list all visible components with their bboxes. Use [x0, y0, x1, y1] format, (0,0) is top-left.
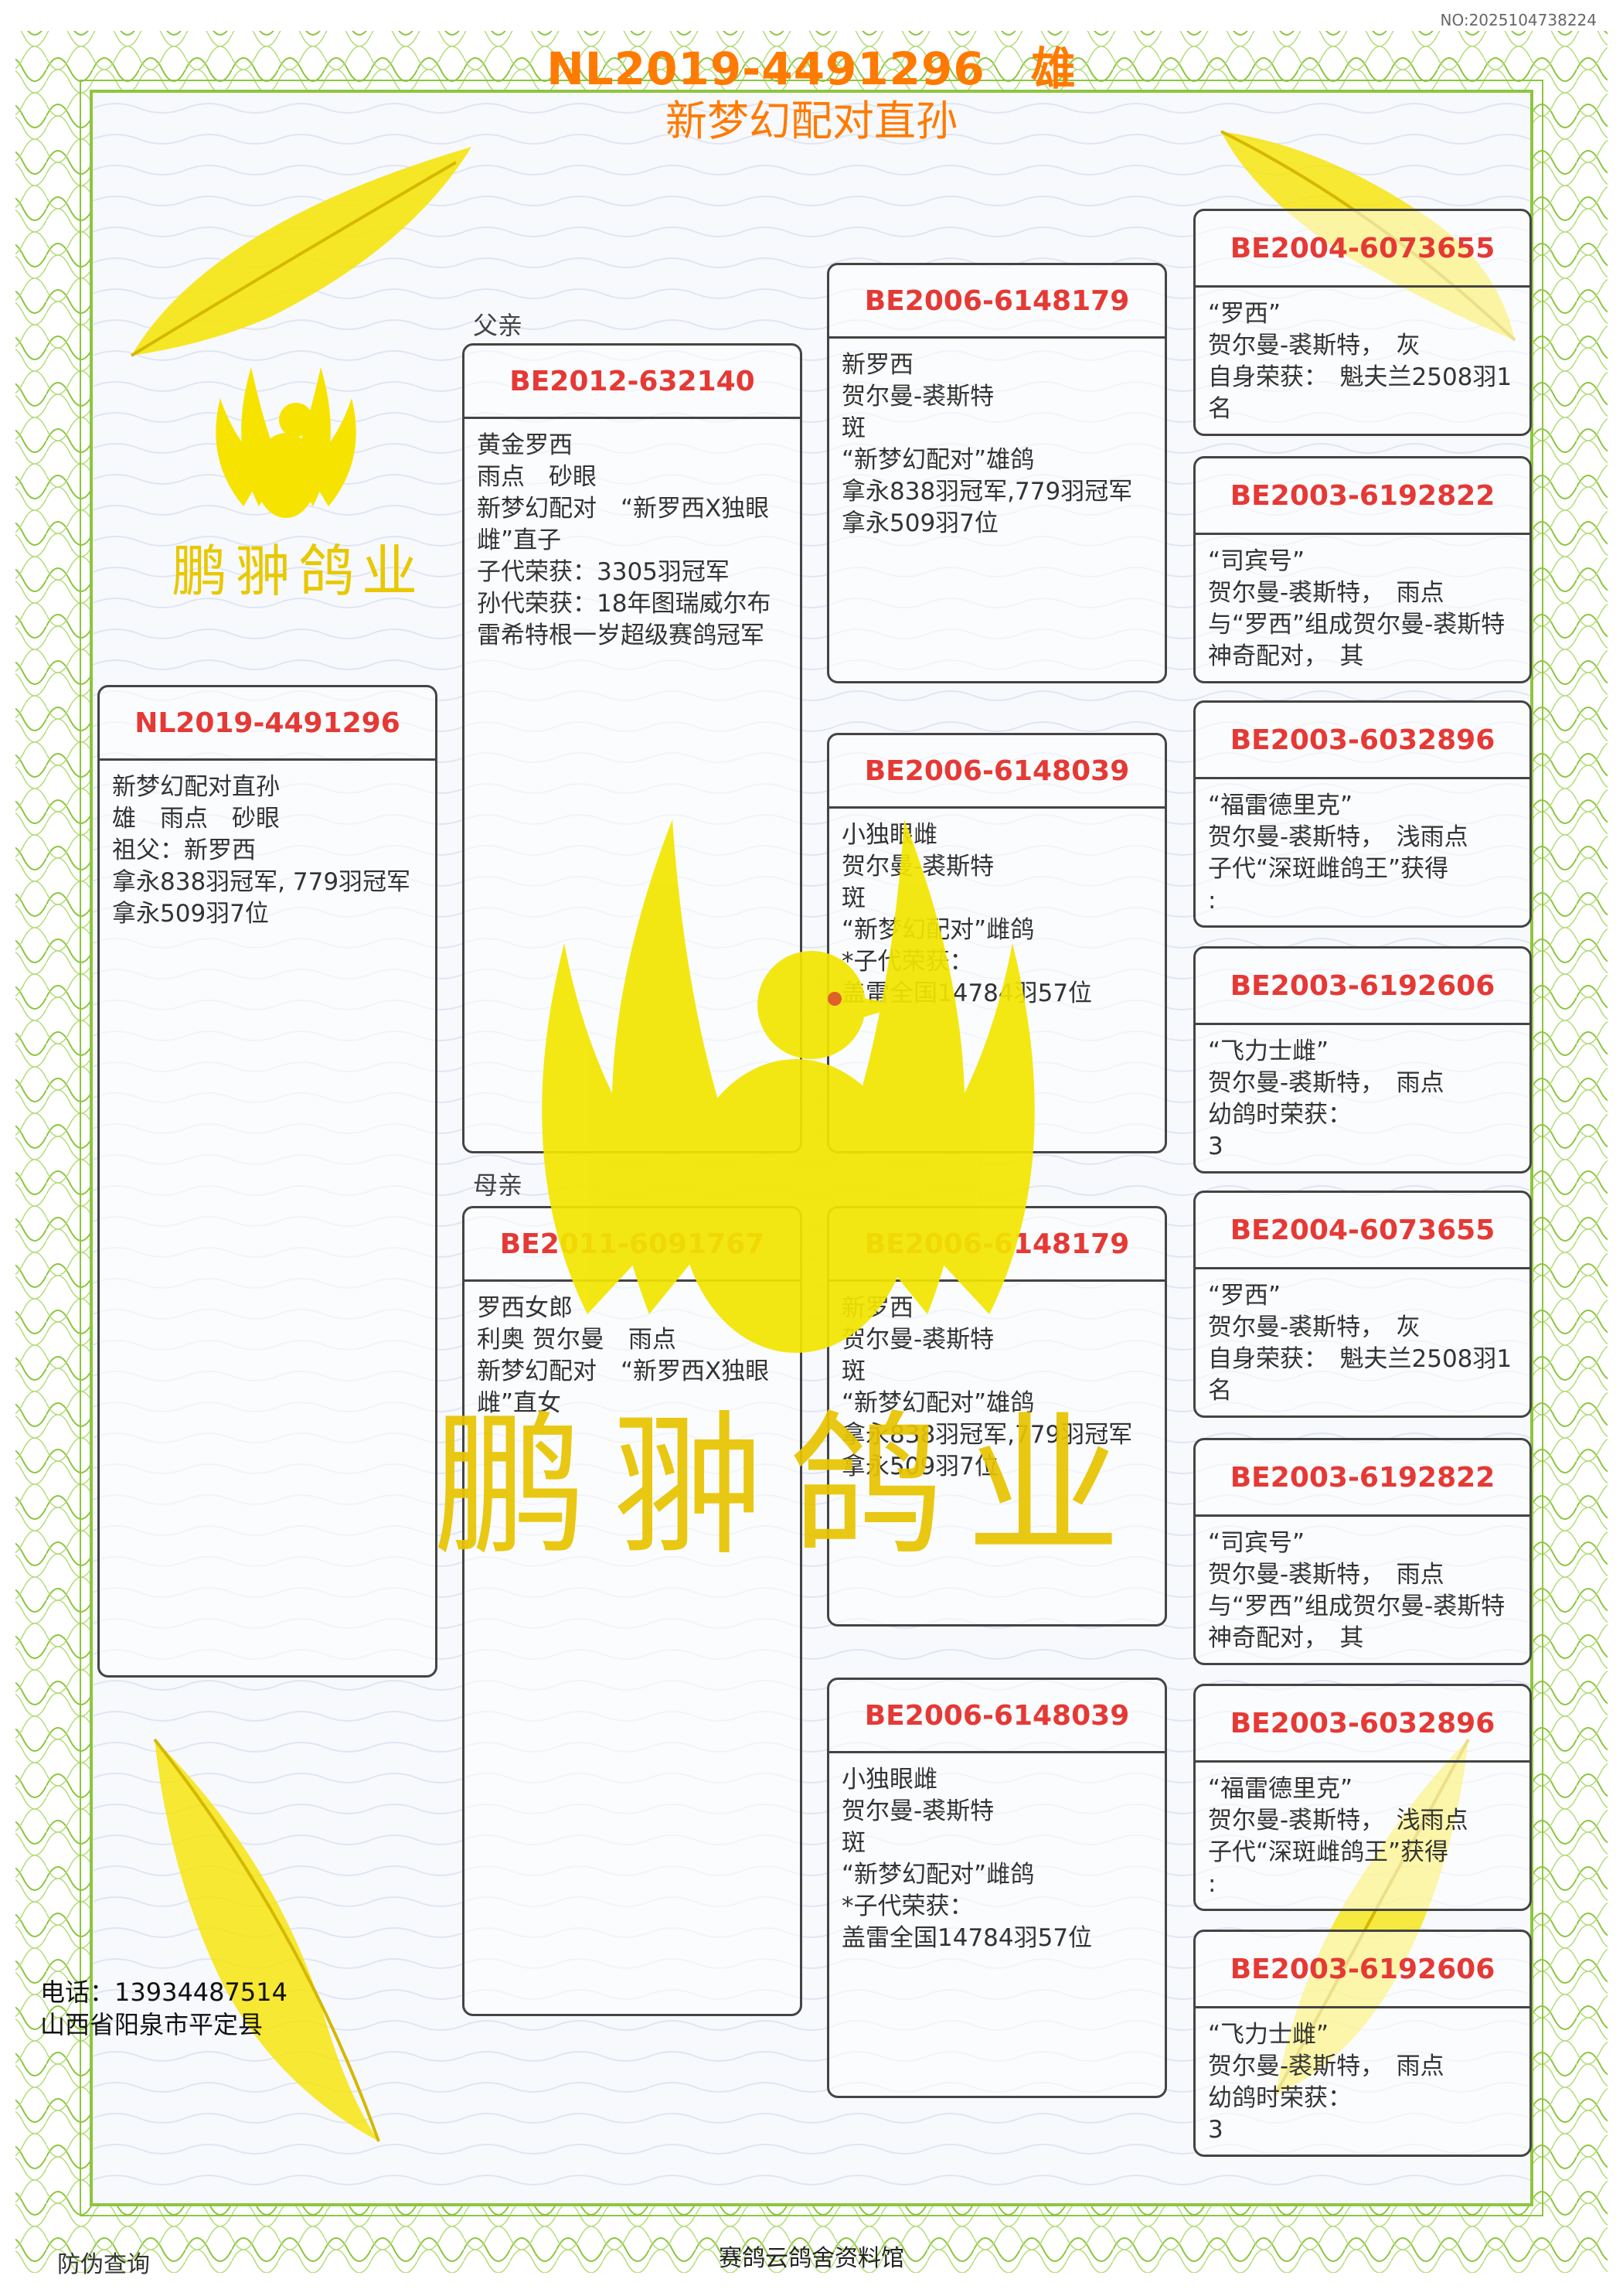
- great-grandparent-card: BE2003-6032896 “福雷德里克” 贺尔曼-裘斯特， 浅雨点 子代“深…: [1193, 1684, 1532, 1911]
- page-subtitle: 新梦幻配对直孙: [665, 97, 958, 145]
- great-grandparent-card: BE2003-6192606 “飞力士雌” 贺尔曼-裘斯特， 雨点 幼鸽时荣获：…: [1193, 946, 1532, 1174]
- page-title: NL2019-4491296 雄: [546, 43, 1077, 95]
- great-grandparent-card: BE2003-6192822 “司宾号” 贺尔曼-裘斯特， 雨点 与“罗西”组成…: [1193, 456, 1532, 683]
- contact-phone: 电话：13934487514: [40, 1977, 288, 2007]
- grandparent-ring: BE2006-6148039: [829, 1680, 1165, 1753]
- father-label: 父亲: [473, 311, 523, 340]
- great-grandparent-info: “司宾号” 贺尔曼-裘斯特， 雨点 与“罗西”组成贺尔曼-裘斯特神奇配对， 其: [1208, 547, 1506, 670]
- great-grandparent-ring: BE2003-6032896: [1196, 1686, 1529, 1763]
- subject-card: NL2019-4491296 新梦幻配对直孙 雄 雨点 砂眼 祖父：新罗西 拿永…: [97, 685, 437, 1678]
- great-grandparent-ring: BE2003-6032896: [1196, 703, 1529, 779]
- great-grandparent-card: BE2004-6073655 “罗西” 贺尔曼-裘斯特， 灰 自身荣获： 魁夫兰…: [1193, 1191, 1532, 1418]
- father-ring: BE2012-632140: [464, 346, 800, 419]
- grandparent-card: BE2006-6148039 小独眼雌 贺尔曼-裘斯特 斑 “新梦幻配对”雌鸽 …: [827, 1678, 1167, 2098]
- footer-source: 赛鸽云鸽舍资料馆: [719, 2245, 904, 2272]
- feather-icon-bottom-left: [153, 1738, 380, 2142]
- feather-icon-top-left: [130, 147, 471, 357]
- great-grandparent-ring: BE2003-6192822: [1196, 1440, 1529, 1517]
- great-grandparent-card: BE2003-6192606 “飞力士雌” 贺尔曼-裘斯特， 雨点 幼鸽时荣获：…: [1193, 1930, 1532, 2157]
- great-grandparent-card: BE2003-6192822 “司宾号” 贺尔曼-裘斯特， 雨点 与“罗西”组成…: [1193, 1438, 1532, 1665]
- great-grandparent-info: “罗西” 贺尔曼-裘斯特， 灰 自身荣获： 魁夫兰2508羽1 名: [1208, 300, 1512, 423]
- brand-logo-icon: [216, 367, 356, 518]
- great-grandparent-ring: BE2004-6073655: [1196, 211, 1529, 288]
- mother-info: 罗西女郎 利奥 贺尔曼 雨点 新梦幻配对 “新罗西X独眼雌”直女: [477, 1294, 770, 1417]
- brand-name-small: 鹏翀鸽业: [172, 539, 426, 604]
- great-grandparent-info: “福雷德里克” 贺尔曼-裘斯特， 浅雨点 子代“深斑雌鸽王”获得 :: [1208, 1775, 1468, 1898]
- mother-ring: BE2011-6091767: [464, 1208, 800, 1282]
- great-grandparent-info: “罗西” 贺尔曼-裘斯特， 灰 自身荣获： 魁夫兰2508羽1 名: [1208, 1282, 1512, 1405]
- subject-ring: NL2019-4491296: [100, 687, 435, 761]
- grandparent-card: BE2006-6148179 新罗西 贺尔曼-裘斯特 斑 “新梦幻配对”雄鸽 拿…: [827, 1206, 1167, 1627]
- father-card: BE2012-632140 黄金罗西 雨点 砂眼 新梦幻配对 “新罗西X独眼雌”…: [462, 343, 802, 1153]
- grandparent-ring: BE2006-6148039: [829, 735, 1165, 809]
- great-grandparent-card: BE2003-6032896 “福雷德里克” 贺尔曼-裘斯特， 浅雨点 子代“深…: [1193, 700, 1532, 928]
- mother-label: 母亲: [473, 1170, 523, 1200]
- great-grandparent-ring: BE2003-6192606: [1196, 949, 1529, 1025]
- subject-info: 新梦幻配对直孙 雄 雨点 砂眼 祖父：新罗西 拿永838羽冠军, 779羽冠军 …: [112, 773, 411, 928]
- great-grandparent-info: “飞力士雌” 贺尔曼-裘斯特， 雨点 幼鸽时荣获： 3: [1208, 1037, 1444, 1160]
- father-info: 黄金罗西 雨点 砂眼 新梦幻配对 “新罗西X独眼雌”直子 子代荣获：3305羽冠…: [477, 431, 771, 649]
- grandparent-info: 小独眼雌 贺尔曼-裘斯特 斑 “新梦幻配对”雌鸽 *子代荣获： 盖雷全国1478…: [842, 1766, 1093, 1952]
- contact-address: 山西省阳泉市平定县: [40, 2010, 264, 2039]
- great-grandparent-info: “司宾号” 贺尔曼-裘斯特， 雨点 与“罗西”组成贺尔曼-裘斯特神奇配对， 其: [1208, 1529, 1506, 1652]
- grandparent-ring: BE2006-6148179: [829, 1208, 1165, 1282]
- contact-block: 电话：13934487514 山西省阳泉市平定县: [40, 1976, 288, 2041]
- grandparent-info: 小独眼雌 贺尔曼-裘斯特 斑 “新梦幻配对”雌鸽 *子代荣获： 盖雷全国1478…: [842, 821, 1093, 1007]
- great-grandparent-ring: BE2003-6192822: [1196, 458, 1529, 535]
- grandparent-info: 新罗西 贺尔曼-裘斯特 斑 “新梦幻配对”雄鸽 拿永838羽冠军,779羽冠军 …: [842, 1294, 1133, 1480]
- grandparent-ring: BE2006-6148179: [829, 265, 1165, 339]
- serial-number: NO:2025104738224: [1440, 11, 1597, 29]
- anti-counterfeit-link[interactable]: 防伪查询: [57, 2251, 150, 2278]
- great-grandparent-ring: BE2004-6073655: [1196, 1193, 1529, 1269]
- mother-card: BE2011-6091767 罗西女郎 利奥 贺尔曼 雨点 新梦幻配对 “新罗西…: [462, 1206, 802, 2016]
- great-grandparent-ring: BE2003-6192606: [1196, 1932, 1529, 2008]
- great-grandparent-info: “飞力士雌” 贺尔曼-裘斯特， 雨点 幼鸽时荣获： 3: [1208, 2021, 1444, 2144]
- great-grandparent-card: BE2004-6073655 “罗西” 贺尔曼-裘斯特， 灰 自身荣获： 魁夫兰…: [1193, 209, 1532, 436]
- grandparent-info: 新罗西 贺尔曼-裘斯特 斑 “新梦幻配对”雄鸽 拿永838羽冠军,779羽冠军 …: [842, 351, 1133, 537]
- great-grandparent-info: “福雷德里克” 贺尔曼-裘斯特， 浅雨点 子代“深斑雌鸽王”获得 :: [1208, 792, 1468, 915]
- grandparent-card: BE2006-6148039 小独眼雌 贺尔曼-裘斯特 斑 “新梦幻配对”雌鸽 …: [827, 733, 1167, 1153]
- grandparent-card: BE2006-6148179 新罗西 贺尔曼-裘斯特 斑 “新梦幻配对”雄鸽 拿…: [827, 263, 1167, 683]
